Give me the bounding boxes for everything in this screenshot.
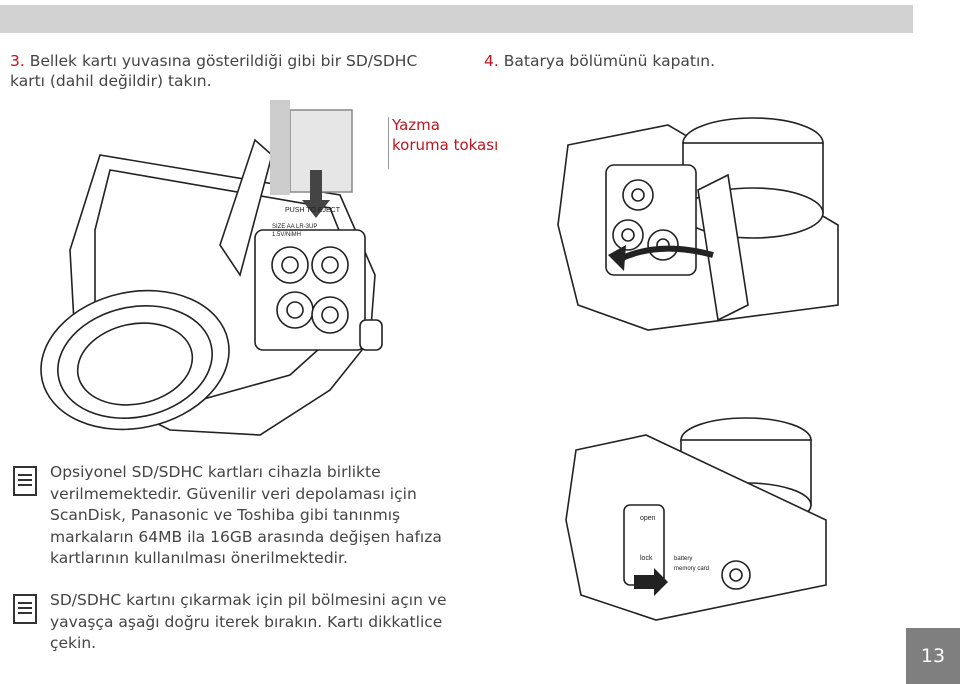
- camera-close-door-illustration: [557, 117, 839, 331]
- open-label: open: [640, 515, 656, 522]
- note-icon: [13, 594, 37, 624]
- note-sd-recommendation: Opsiyonel SD/SDHC kartları cihazla birli…: [8, 462, 448, 570]
- header-bar: [0, 5, 913, 33]
- battery-size-label: SIZE AA LR-3UP: [272, 224, 317, 230]
- note-text: Opsiyonel SD/SDHC kartları cihazla birli…: [50, 463, 442, 567]
- page-number: 13: [906, 628, 960, 684]
- note-text: SD/SDHC kartını çıkarmak için pil bölmes…: [50, 591, 447, 652]
- push-to-eject-label: PUSH TO EJECT: [285, 207, 341, 214]
- step-3: 3. Bellek kartı yuvasına gösterildiği gi…: [10, 51, 450, 91]
- step-text: Bellek kartı yuvasına gösterildiği gibi …: [10, 52, 418, 90]
- step-4: 4. Batarya bölümünü kapatın.: [484, 51, 784, 71]
- callout-leader: [388, 117, 389, 169]
- note-sd-removal: SD/SDHC kartını çıkarmak için pil bölmes…: [8, 590, 448, 655]
- battery-voltage-label: 1.5V/NiMH: [272, 232, 301, 238]
- note-icon: [13, 466, 37, 496]
- write-protect-callout: Yazma koruma tokası: [392, 116, 499, 154]
- camera-bottom-lock-illustration: open lock battery memory card: [565, 417, 827, 621]
- step-number: 4.: [484, 52, 499, 70]
- camera-insert-card-illustration: PUSH TO EJECT SIZE AA LR-3UP 1.5V/NiMH: [40, 100, 383, 436]
- battery-label: battery: [674, 556, 692, 562]
- lock-label: lock: [640, 555, 653, 562]
- step-text: Batarya bölümünü kapatın.: [503, 52, 716, 70]
- step-number: 3.: [10, 52, 25, 70]
- memory-card-label: memory card: [674, 566, 709, 572]
